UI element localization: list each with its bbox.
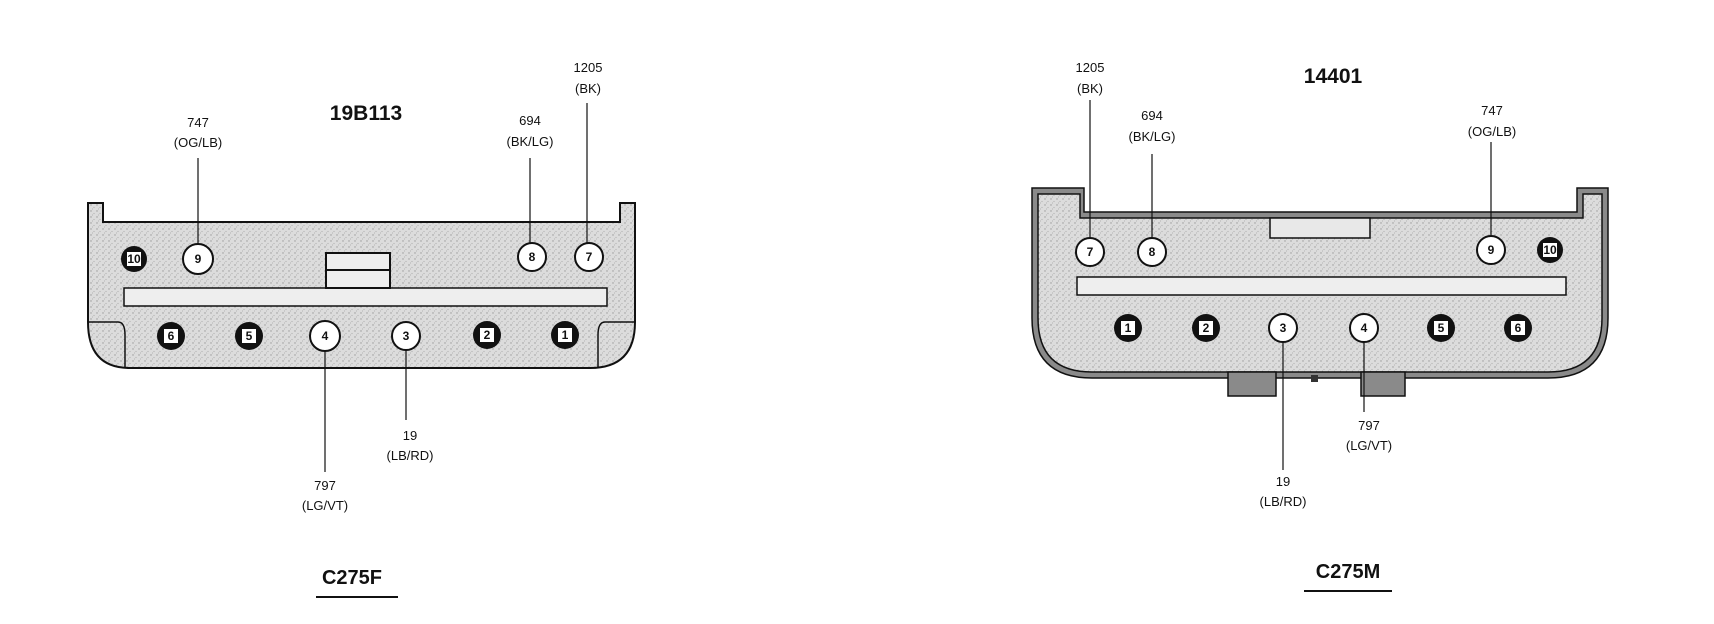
svg-text:4: 4 bbox=[1361, 321, 1368, 335]
svg-text:1: 1 bbox=[1125, 321, 1132, 335]
pin-3: 3 bbox=[1268, 313, 1298, 343]
part-number-right: 14401 bbox=[1304, 65, 1363, 88]
wire-circuit-19: 19 bbox=[403, 428, 417, 443]
wire-color-bk-lg: (BK/LG) bbox=[507, 134, 554, 149]
wire-color-og-lb: (OG/LB) bbox=[174, 135, 222, 150]
svg-text:9: 9 bbox=[195, 252, 202, 266]
wire-color-og-lb: (OG/LB) bbox=[1468, 124, 1516, 139]
pin-10: 10 bbox=[121, 246, 147, 272]
part-number-left: 19B113 bbox=[330, 102, 402, 125]
pin-7: 7 bbox=[1075, 237, 1105, 267]
wire-circuit-747: 747 bbox=[187, 115, 209, 130]
svg-text:4: 4 bbox=[322, 329, 329, 343]
wire-circuit-797: 797 bbox=[314, 478, 336, 493]
svg-text:5: 5 bbox=[1438, 321, 1445, 335]
connector-name-right: C275M bbox=[1316, 561, 1380, 583]
pin-5: 5 bbox=[1427, 314, 1455, 342]
pin-9: 9 bbox=[182, 243, 214, 275]
wire-color-lb-rd: (LB/RD) bbox=[1260, 494, 1307, 509]
pin-2: 2 bbox=[473, 321, 501, 349]
pin-3: 3 bbox=[391, 321, 421, 351]
pin-7: 7 bbox=[574, 242, 604, 272]
svg-text:10: 10 bbox=[127, 252, 141, 266]
pin-4: 4 bbox=[1349, 313, 1379, 343]
wire-circuit-694: 694 bbox=[519, 113, 541, 128]
wire-color-bk-lg: (BK/LG) bbox=[1129, 129, 1176, 144]
bottom-tab-right bbox=[1360, 371, 1406, 397]
svg-text:8: 8 bbox=[529, 250, 536, 264]
connector-shoulder-right bbox=[597, 321, 635, 368]
svg-text:10: 10 bbox=[1543, 243, 1557, 257]
wire-circuit-19: 19 bbox=[1276, 474, 1290, 489]
separator-bar-right bbox=[1076, 276, 1567, 296]
svg-text:3: 3 bbox=[1280, 321, 1287, 335]
svg-text:2: 2 bbox=[1203, 321, 1210, 335]
pin-6: 6 bbox=[157, 322, 185, 350]
wire-circuit-1205: 1205 bbox=[1076, 60, 1105, 75]
svg-text:7: 7 bbox=[586, 250, 593, 264]
pin-4: 4 bbox=[309, 320, 341, 352]
svg-text:9: 9 bbox=[1488, 243, 1495, 257]
connector-c275f: 19B113 10 9 8 7 bbox=[87, 60, 636, 598]
pin-5: 5 bbox=[235, 322, 263, 350]
wire-color-bk: (BK) bbox=[1077, 81, 1103, 96]
connector-name-left: C275F bbox=[322, 567, 382, 589]
wire-color-lg-vt: (LG/VT) bbox=[302, 498, 348, 513]
svg-text:3: 3 bbox=[403, 329, 410, 343]
svg-text:7: 7 bbox=[1087, 245, 1094, 259]
pin-2: 2 bbox=[1192, 314, 1220, 342]
separator-bar-left bbox=[123, 287, 608, 307]
wire-circuit-694: 694 bbox=[1141, 108, 1163, 123]
svg-text:5: 5 bbox=[246, 329, 253, 343]
svg-text:2: 2 bbox=[484, 328, 491, 342]
latch-right bbox=[1269, 217, 1371, 239]
bottom-key bbox=[1311, 375, 1318, 382]
wire-color-lg-vt: (LG/VT) bbox=[1346, 438, 1392, 453]
svg-text:6: 6 bbox=[168, 329, 175, 343]
wire-circuit-1205: 1205 bbox=[574, 60, 603, 75]
pin-1: 1 bbox=[551, 321, 579, 349]
svg-text:6: 6 bbox=[1515, 321, 1522, 335]
pin-1: 1 bbox=[1114, 314, 1142, 342]
pin-6: 6 bbox=[1504, 314, 1532, 342]
connector-shoulder-left bbox=[88, 321, 126, 368]
bottom-tab-left bbox=[1227, 371, 1277, 397]
wire-circuit-747: 747 bbox=[1481, 103, 1503, 118]
pin-9: 9 bbox=[1476, 235, 1506, 265]
pin-10: 10 bbox=[1537, 237, 1563, 263]
pin-8: 8 bbox=[517, 242, 547, 272]
pin-8: 8 bbox=[1137, 237, 1167, 267]
connector-c275m: 14401 7 8 9 bbox=[1031, 60, 1609, 592]
wire-color-bk: (BK) bbox=[575, 81, 601, 96]
wire-circuit-797: 797 bbox=[1358, 418, 1380, 433]
svg-text:8: 8 bbox=[1149, 245, 1156, 259]
wire-color-lb-rd: (LB/RD) bbox=[387, 448, 434, 463]
svg-text:1: 1 bbox=[562, 328, 569, 342]
